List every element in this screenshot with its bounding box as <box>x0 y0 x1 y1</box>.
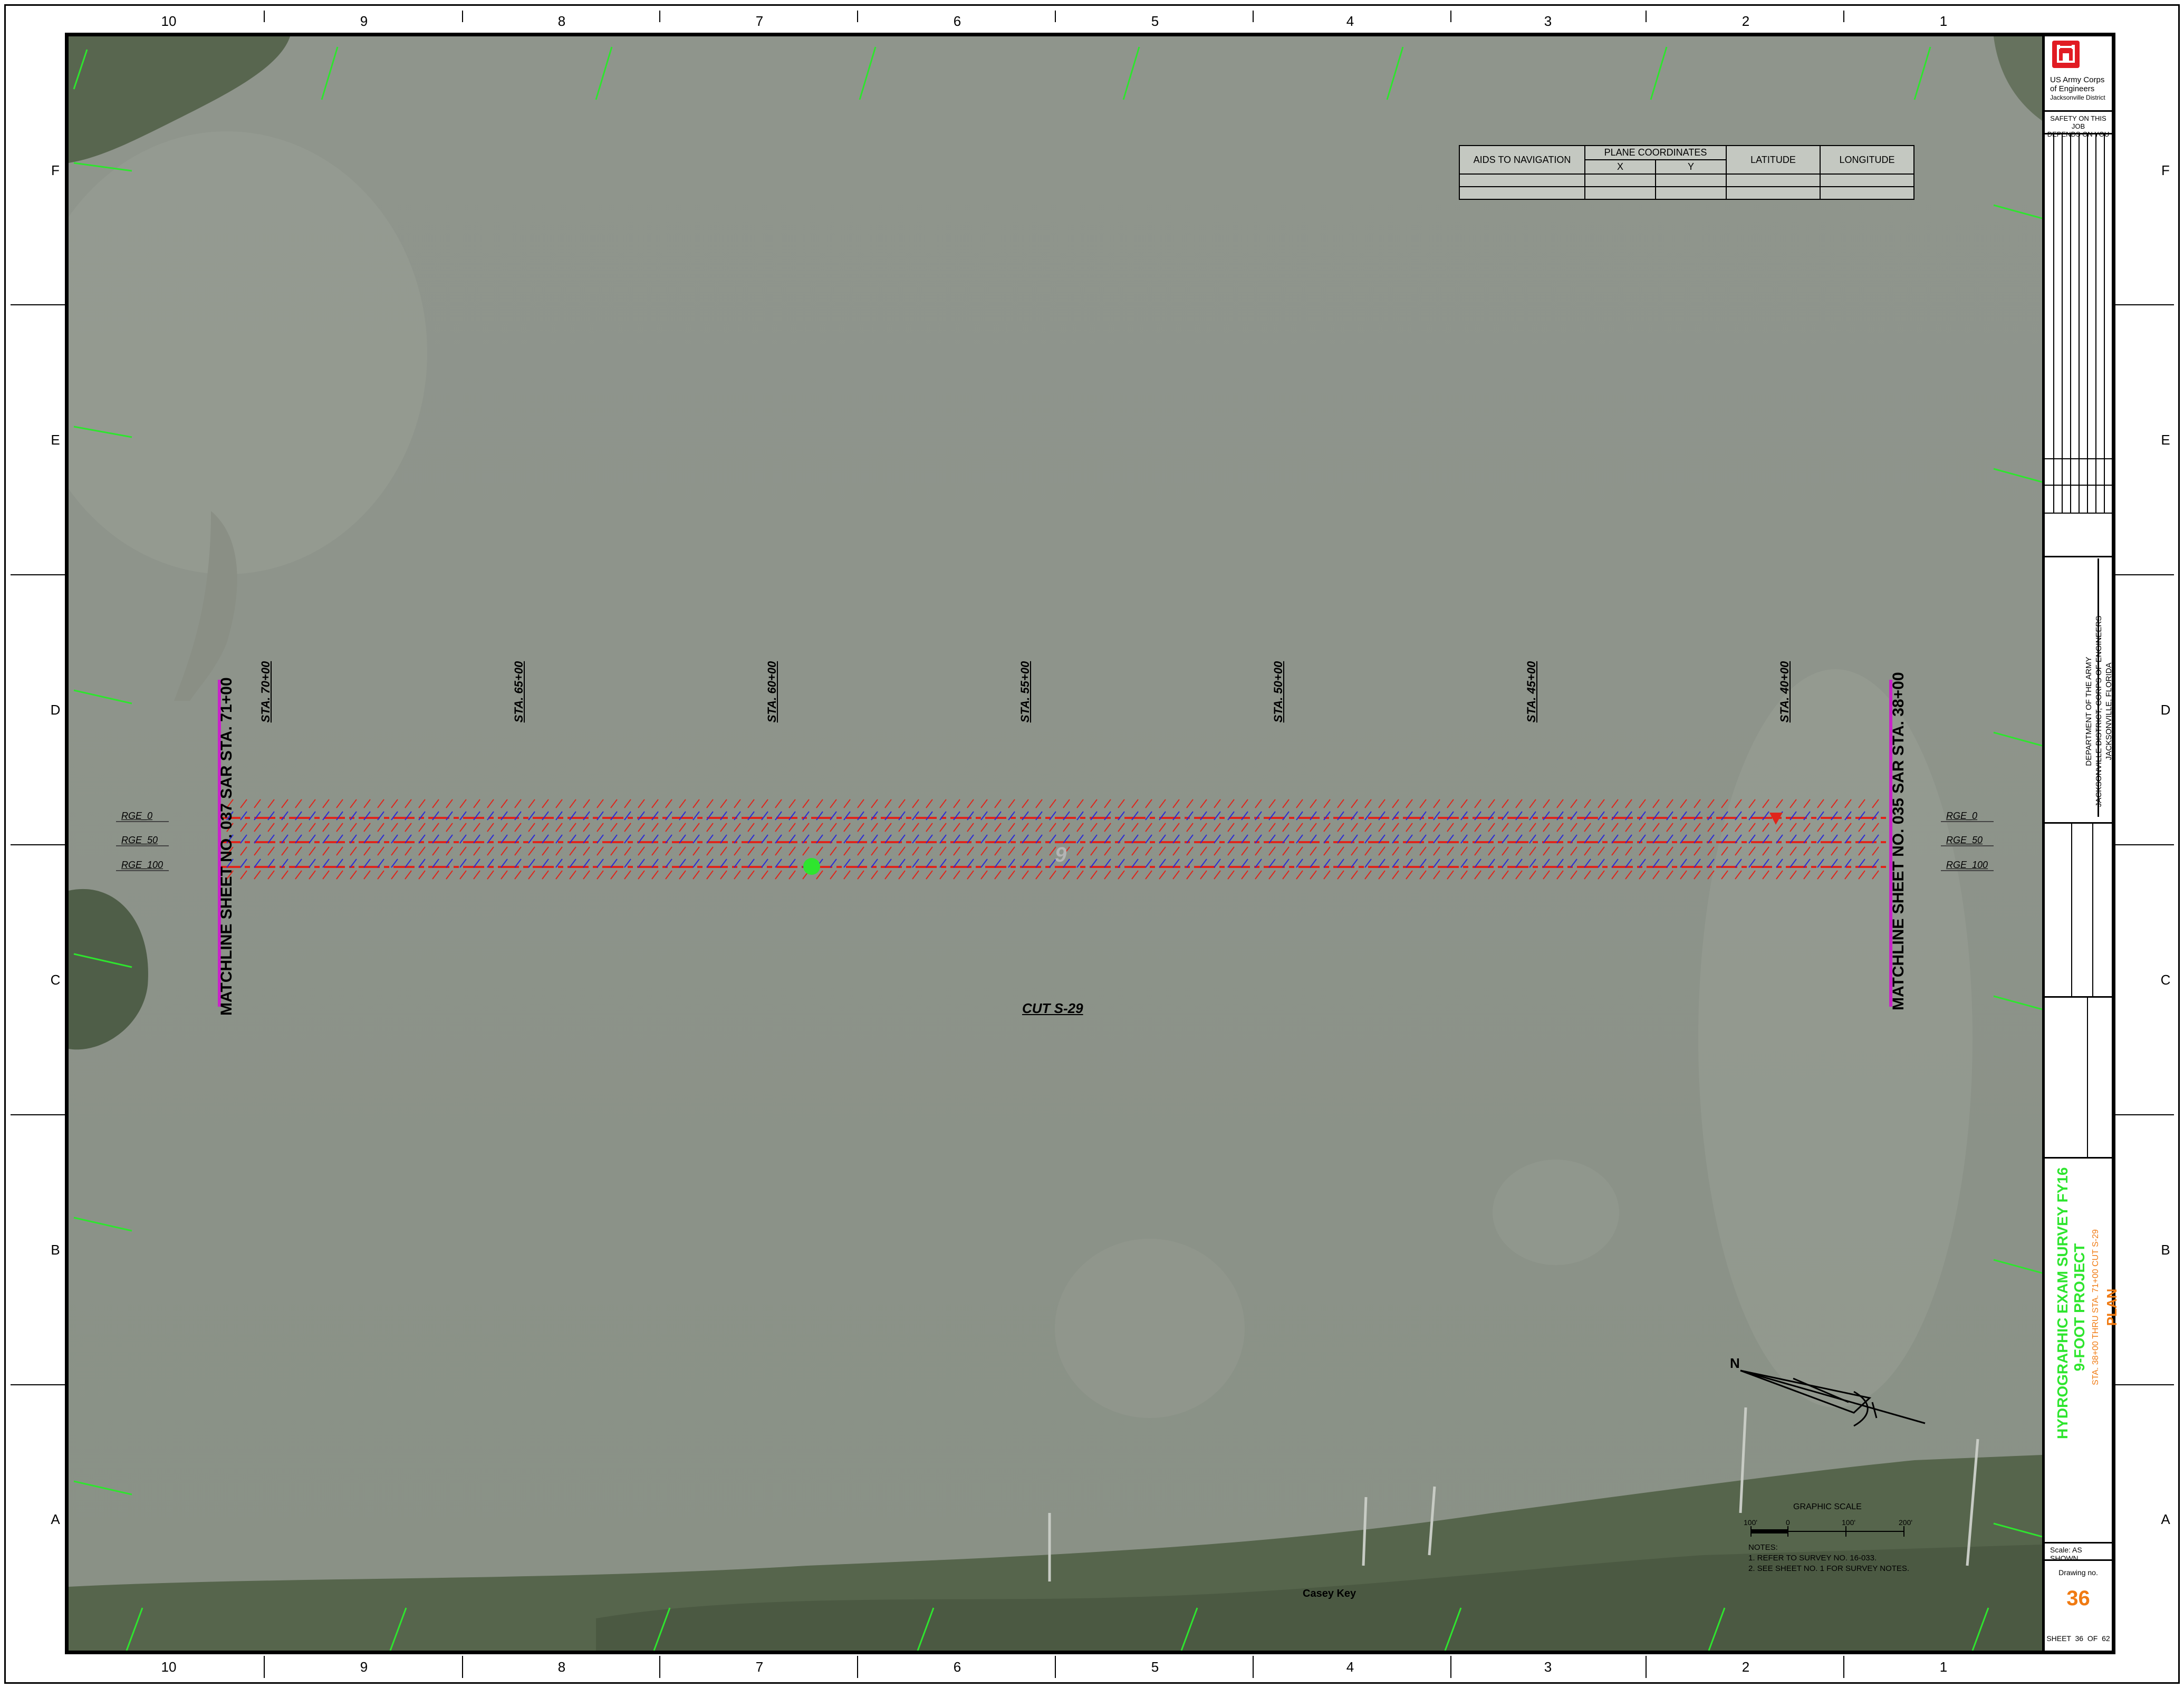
sheet-outer-border <box>4 4 2180 1684</box>
grid-column-label: 2 <box>1742 13 1750 29</box>
project-subtitle: 9-FOOT PROJECT <box>2071 1243 2087 1372</box>
scale-tick: 100' <box>1744 1518 1758 1527</box>
grid-column-label: 3 <box>1544 13 1552 29</box>
agency-name: US Army Corps of Engineers Jacksonville … <box>2050 75 2105 102</box>
aids-header: AIDS TO NAVIGATION <box>1459 145 1585 175</box>
table-row <box>1459 173 1914 187</box>
aids-to-navigation-table: AIDS TO NAVIGATION PLANE COORDINATES LAT… <box>1459 145 1914 200</box>
grid-column-label: 10 <box>161 1659 177 1675</box>
grid-row-label: E <box>51 432 60 448</box>
sheet-count: SHEET 36 OF 62 <box>2046 1634 2110 1643</box>
y-header: Y <box>1655 159 1727 175</box>
sheet-inner-border <box>65 33 2115 1654</box>
range-label: RGE_0 <box>1946 811 1978 821</box>
grid-row-label: E <box>2161 432 2170 448</box>
dept-line: JACKSONVILLE, FLORIDA <box>2104 662 2113 760</box>
soundings <box>226 799 1879 880</box>
station-range: STA. 38+00 THRU STA. 71+00 CUT S-29 <box>2091 1229 2100 1385</box>
agency-line: US Army Corps <box>2050 75 2105 84</box>
grid-row-label: F <box>2161 162 2170 178</box>
grid-column-label: 7 <box>755 1659 764 1675</box>
grid-column-label: 8 <box>557 13 566 29</box>
grid-row-label: D <box>50 702 61 718</box>
channel-depth-label: 9 <box>1055 843 1067 866</box>
longitude-header: LONGITUDE <box>1820 145 1914 175</box>
grid-column-label: 10 <box>161 13 177 29</box>
range-label: RGE_100 <box>121 860 163 870</box>
grid-row-label: F <box>51 162 60 178</box>
drawing-number: 36 <box>2066 1587 2090 1610</box>
project-title-block: HYDROGRAPHIC EXAM SURVEY FY16 9-FOOT PRO… <box>2054 1167 2120 1439</box>
scale-tick: 0 <box>1786 1518 1790 1527</box>
coords-header: PLANE COORDINATES <box>1584 145 1727 160</box>
range-label: RGE_100 <box>1946 860 1988 870</box>
district-name: Jacksonville District <box>2050 94 2105 101</box>
svg-text:N: N <box>1730 1355 1740 1371</box>
agency-line: of Engineers <box>2050 84 2095 93</box>
drawing-label: Drawing no. <box>2058 1568 2098 1577</box>
title-block: US Army Corps of Engineers Jacksonville … <box>2042 36 2120 1651</box>
grid-column-label: 9 <box>360 1659 368 1675</box>
place-label: Casey Key <box>1303 1588 1356 1599</box>
range-label: RGE_50 <box>121 835 158 845</box>
grid-column-label: 4 <box>1346 1659 1354 1675</box>
plan-label: PLAN <box>2104 1288 2120 1326</box>
grid-row-label: B <box>2161 1242 2170 1258</box>
grid-row-label: B <box>51 1242 60 1258</box>
range-label: RGE_50 <box>1946 835 1983 845</box>
grid-column-label: 3 <box>1544 1659 1552 1675</box>
grid-row-label: A <box>51 1511 60 1527</box>
grid-column-label: 6 <box>953 13 961 29</box>
grid-column-label: 1 <box>1939 1659 1948 1675</box>
latitude-header: LATITUDE <box>1726 145 1821 175</box>
grid-column-label: 8 <box>557 1659 566 1675</box>
range-label: RGE_0 <box>121 811 153 821</box>
grid-column-label: 2 <box>1742 1659 1750 1675</box>
note-item: 2. SEE SHEET NO. 1 FOR SURVEY NOTES. <box>1748 1564 1910 1573</box>
grid-column-label: 4 <box>1346 13 1354 29</box>
scale-title: GRAPHIC SCALE <box>1793 1502 1862 1511</box>
notes-title: NOTES: <box>1748 1543 1778 1552</box>
project-title: HYDROGRAPHIC EXAM SURVEY FY16 <box>2054 1167 2071 1439</box>
safety-line: SAFETY ON THIS JOB <box>2050 114 2106 130</box>
grid-column-label: 1 <box>1939 13 1948 29</box>
dept-line: DEPARTMENT OF THE ARMY <box>2084 657 2093 766</box>
grid-row-label: A <box>2161 1511 2170 1527</box>
note-item: 1. REFER TO SURVEY NO. 16-033. <box>1748 1554 1877 1562</box>
cut-label: CUT S-29 <box>1022 1000 1083 1016</box>
grid-column-label: 9 <box>360 13 368 29</box>
grid-row-label: D <box>2160 702 2171 718</box>
map-overlay: N <box>69 36 2042 1651</box>
scale-tick: 200' <box>1899 1518 1913 1527</box>
scale-tick: 100' <box>1842 1518 1856 1527</box>
grid-row-label: C <box>50 972 61 988</box>
grid-column-label: 5 <box>1151 13 1159 29</box>
table-row <box>1459 186 1914 200</box>
scale-label: Scale: <box>2050 1546 2071 1554</box>
grid-column-label: 7 <box>755 13 764 29</box>
grid-row-label: C <box>2160 972 2171 988</box>
castle-logo-icon <box>2052 41 2080 68</box>
grid-column-label: 5 <box>1151 1659 1159 1675</box>
grid-column-label: 6 <box>953 1659 961 1675</box>
x-header: X <box>1584 159 1656 175</box>
notes-block: NOTES: 1. REFER TO SURVEY NO. 16-033. 2.… <box>1748 1542 1909 1574</box>
